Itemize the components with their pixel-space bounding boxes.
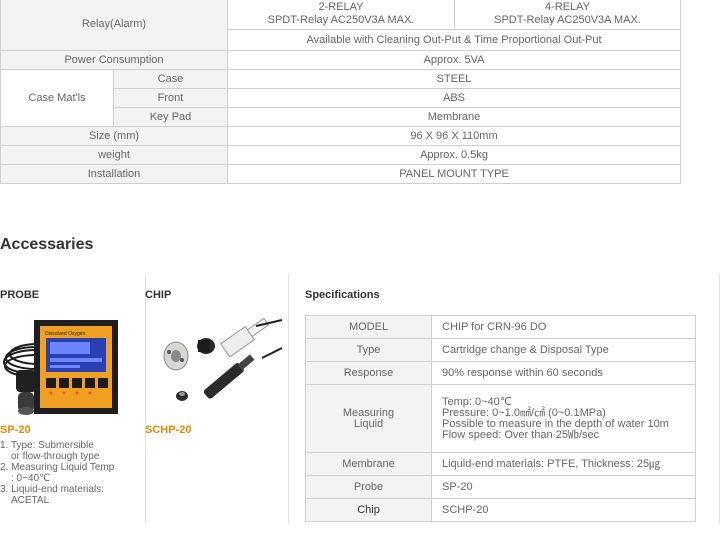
chip-model: SCHP-20 (145, 424, 192, 436)
device-display-title: Dissolved Oxygen (45, 331, 86, 337)
spec-key-measuring-liquid: Measuring Liquid (305, 384, 432, 453)
product-spec-table: Relay(Alarm) 2-RELAY SPDT-Relay AC250V3A… (0, 0, 681, 184)
front-value: ABS (227, 88, 681, 108)
probe-note: 2. Measuring Liquid Temp (0, 462, 115, 473)
spec-key: Probe (305, 475, 432, 499)
column-divider (145, 274, 146, 524)
specifications-table: MODEL CHIP for CRN-96 DO Type Cartridge … (305, 315, 696, 522)
spec-value: 90% response within 60 seconds (431, 361, 696, 385)
spec-key: Membrane (305, 452, 432, 476)
spec-key: Chip (305, 498, 432, 522)
weight-label: weight (0, 145, 228, 165)
spec-value-measuring-liquid: Temp: 0~40℃ Pressure: 0~1.0㎟/㎠ (0~0.1MPa… (431, 384, 696, 453)
table-row: MODEL CHIP for CRN-96 DO (305, 315, 696, 339)
spec-key: Response (305, 361, 432, 385)
table-row: Type Cartridge change & Disposal Type (305, 338, 696, 362)
probe-note: ACETAL (11, 495, 50, 506)
relay-4-title: 4-RELAY (544, 1, 591, 13)
relay-4-cell: 4-RELAY SPDT-Relay AC250V3A MAX. (454, 0, 681, 30)
power-label: Power Consumption (0, 50, 228, 70)
case-mat-label: Case Mat'ls (0, 69, 114, 127)
power-value: Approx. 5VA (227, 50, 681, 70)
spec-value-line: Temp: 0~40℃ (442, 395, 513, 408)
case-label: Case (113, 69, 228, 89)
probe-notes: 1. Type: Submersible or flow-through typ… (0, 440, 114, 506)
relay-2-detail: SPDT-Relay AC250V3A MAX. (267, 14, 415, 26)
probe-product-image: Dissolved Oxygen (3, 320, 118, 415)
spec-value: Cartridge change & Disposal Type (431, 338, 696, 362)
installation-label: Installation (0, 164, 228, 184)
probe-note: or flow-through type (11, 451, 100, 462)
probe-note: 1. Type: Submersible (0, 440, 94, 451)
spec-value: SCHP-20 (431, 498, 696, 522)
keypad-label: Key Pad (113, 107, 228, 127)
probe-heading: PROBE (0, 289, 40, 301)
table-row: Response 90% response within 60 seconds (305, 361, 696, 385)
spec-key: Type (305, 338, 432, 362)
chip-heading: CHIP (145, 289, 172, 301)
spec-value-line: Pressure: 0~1.0㎟/㎠ (0~0.1MPa) (442, 406, 606, 419)
table-row: Chip SCHP-20 (305, 498, 696, 522)
relay-note: Available with Cleaning Out-Put & Time P… (227, 29, 681, 51)
spec-value: CHIP for CRN-96 DO (431, 315, 696, 339)
spec-value-line: Possible to measure in the depth of wate… (442, 417, 669, 430)
spec-key: MODEL (305, 315, 432, 339)
relay-2-cell: 2-RELAY SPDT-Relay AC250V3A MAX. (227, 0, 455, 30)
size-label: Size (mm) (0, 126, 228, 146)
spec-value: Liquid-end materials: PTFE, Thickness: 2… (431, 452, 696, 476)
table-row: Membrane Liquid-end materials: PTFE, Thi… (305, 452, 696, 476)
spec-value: SP-20 (431, 475, 696, 499)
probe-note: : 0~40℃ (11, 473, 51, 484)
probe-note: 3. Liquid-end materials: (0, 484, 104, 495)
keypad-value: Membrane (227, 107, 681, 127)
probe-model: SP-20 (0, 424, 31, 436)
table-row: Probe SP-20 (305, 475, 696, 499)
relay-2-title: 2-RELAY (318, 1, 364, 13)
relay-label: Relay(Alarm) (0, 0, 228, 51)
relay-4-detail: SPDT-Relay AC250V3A MAX. (494, 14, 641, 26)
spec-key-line: Liquid (353, 417, 384, 430)
spec-key-line: Measuring (342, 406, 395, 419)
front-label: Front (113, 88, 228, 108)
column-divider (288, 274, 289, 524)
weight-value: Approx. 0.5kg (227, 145, 681, 165)
size-value: 96 X 96 X 110mm (227, 126, 681, 146)
installation-value: PANEL MOUNT TYPE (227, 164, 681, 184)
specifications-heading: Specifications (305, 289, 380, 301)
case-value: STEEL (227, 69, 681, 89)
accessories-title: Accessaries (0, 236, 94, 253)
table-row: Measuring Liquid Temp: 0~40℃ Pressure: 0… (305, 384, 696, 453)
chip-product-image (163, 318, 283, 401)
spec-value-line: Flow speed: Over than 25㏝/sec (442, 428, 600, 441)
